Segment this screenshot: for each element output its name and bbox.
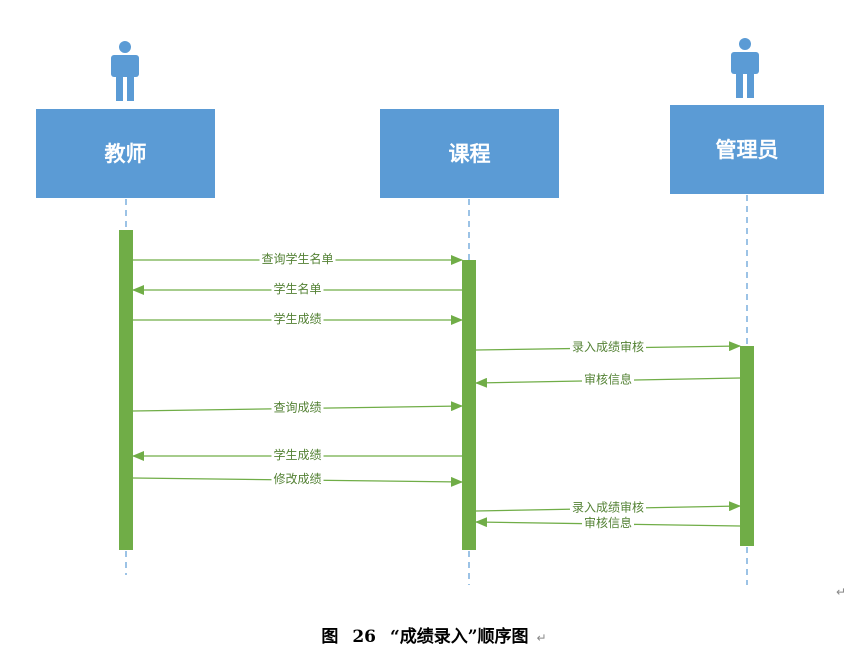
caption-prefix: 图 <box>321 627 339 647</box>
caption-paragraph-mark: ↵ <box>536 631 547 645</box>
figure-caption: 图 26 “成绩录入”顺序图 ↵ <box>0 622 868 647</box>
message: 录入成绩审核 <box>475 339 741 354</box>
message-label: 学生名单 <box>273 281 321 296</box>
message-label-background <box>581 371 635 387</box>
message-label-background <box>259 251 336 266</box>
message-label-background <box>569 339 647 354</box>
message: 查询成绩 <box>132 400 463 415</box>
caption-title: “成绩录入”顺序图 <box>389 627 529 647</box>
message-label-background <box>271 281 324 296</box>
message: 学生成绩 <box>132 447 462 462</box>
activation-bar-admin <box>740 346 754 546</box>
activation-bar-course <box>462 260 476 550</box>
message: 录入成绩审核 <box>475 499 741 515</box>
message-label: 查询学生名单 <box>261 251 333 266</box>
message: 查询学生名单 <box>133 251 463 266</box>
message-label: 查询成绩 <box>273 401 321 415</box>
messages: 查询学生名单学生名单学生成绩录入成绩审核审核信息查询成绩学生成绩修改成绩录入成绩… <box>132 251 741 530</box>
message-label: 录入成绩审核 <box>572 500 644 515</box>
lane-title: 教师 <box>105 142 147 166</box>
message-label: 修改成绩 <box>273 471 321 486</box>
message-label: 学生成绩 <box>273 311 321 326</box>
message-label-background <box>271 447 324 462</box>
lane-admin: 管理员 <box>670 105 824 194</box>
person-icon <box>111 41 139 101</box>
message-label: 审核信息 <box>584 372 632 387</box>
message: 学生名单 <box>132 281 462 296</box>
sequence-diagram: 教师 课程 管理员 查询学生名单学生名单学生成绩录入成绩审核审核信息查询成绩学生… <box>36 38 824 585</box>
message-label-background <box>271 311 324 326</box>
message-label: 学生成绩 <box>273 447 321 462</box>
message-label: 录入成绩审核 <box>572 339 644 354</box>
lane-course: 课程 <box>380 109 559 198</box>
paragraph-mark: ↵ <box>836 585 847 599</box>
activation-bar-teacher <box>119 230 133 550</box>
message-label-background <box>569 499 647 515</box>
message-label-background <box>581 515 635 530</box>
message: 审核信息 <box>475 371 741 388</box>
message-label-background <box>271 471 324 486</box>
message-label: 审核信息 <box>584 515 632 530</box>
message: 学生成绩 <box>133 311 463 326</box>
person-icon <box>731 38 759 98</box>
lane-title: 课程 <box>449 142 491 166</box>
message-label-background <box>271 400 324 415</box>
message: 审核信息 <box>475 515 741 530</box>
lane-title: 管理员 <box>716 138 779 162</box>
caption-number: 26 <box>352 627 377 647</box>
message: 修改成绩 <box>132 471 463 487</box>
lane-teacher: 教师 <box>36 109 215 198</box>
